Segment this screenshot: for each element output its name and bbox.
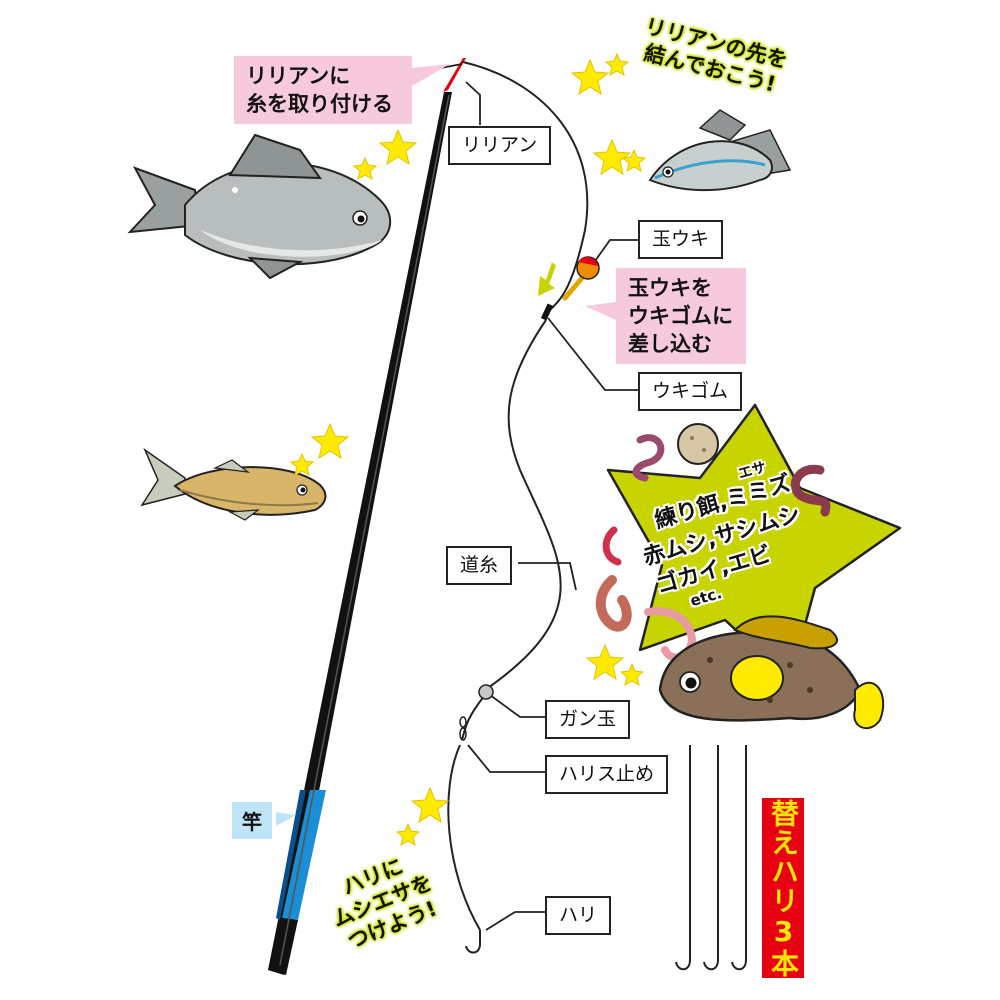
label-michi-ito: 道糸 bbox=[446, 546, 513, 585]
note-attach-line: リリアンに 糸を取り付ける bbox=[234, 56, 412, 124]
star-icon bbox=[410, 786, 450, 824]
star-icon bbox=[289, 452, 315, 477]
minnow-icon bbox=[140, 447, 327, 521]
connector-lines bbox=[429, 63, 640, 931]
label-tama-uki: 玉ウキ bbox=[638, 220, 724, 259]
red-worm-icon bbox=[602, 526, 622, 566]
ragworm-icon bbox=[595, 575, 632, 632]
note-line: 差し込む bbox=[628, 332, 712, 356]
shrimp-icon bbox=[644, 607, 697, 662]
main-line bbox=[447, 61, 589, 931]
callout-pointer bbox=[412, 64, 450, 86]
star-icon bbox=[585, 643, 625, 681]
label-gan-dama: ガン玉 bbox=[545, 700, 631, 739]
note-line: 玉ウキを bbox=[628, 276, 712, 300]
label-harisu-dome: ハリス止め bbox=[545, 755, 669, 794]
bait-items bbox=[595, 423, 831, 662]
earthworm-icon bbox=[790, 464, 831, 517]
worm-icon bbox=[632, 434, 665, 482]
label-uki-gomu: ウキゴム bbox=[638, 372, 743, 411]
spare-hooks-label: 替えハリ3本 bbox=[762, 798, 804, 978]
spare-hooks-icon bbox=[675, 745, 747, 971]
star-icon bbox=[592, 138, 632, 176]
float bbox=[538, 256, 600, 321]
label-hari: ハリ bbox=[545, 896, 612, 935]
star-icon bbox=[378, 128, 418, 166]
star-icon bbox=[621, 148, 647, 173]
sinker-and-swivel bbox=[459, 684, 494, 741]
star-icon bbox=[310, 422, 350, 460]
star-icon bbox=[619, 662, 645, 687]
note-insert-float: 玉ウキを ウキゴムに 差し込む bbox=[616, 268, 746, 364]
small-carp-icon bbox=[648, 109, 792, 192]
star-icon bbox=[352, 156, 378, 181]
star-icon bbox=[570, 58, 610, 96]
callout-pointer bbox=[585, 302, 616, 320]
rod bbox=[268, 58, 466, 975]
dough-ball-icon bbox=[677, 423, 719, 465]
star-icons bbox=[289, 52, 647, 847]
note-line: 糸を取り付ける bbox=[246, 92, 393, 116]
hook-icon bbox=[465, 930, 481, 954]
star-icon bbox=[395, 822, 421, 847]
star-icon bbox=[604, 52, 630, 77]
goby-icon bbox=[658, 615, 885, 730]
label-sao: 竿 bbox=[232, 802, 272, 839]
crucian-carp-icon bbox=[127, 133, 392, 280]
note-line: リリアンに bbox=[246, 64, 351, 88]
note-line: ウキゴムに bbox=[628, 304, 733, 328]
callout-pointer bbox=[276, 812, 296, 826]
label-lilian: リリアン bbox=[448, 126, 552, 165]
